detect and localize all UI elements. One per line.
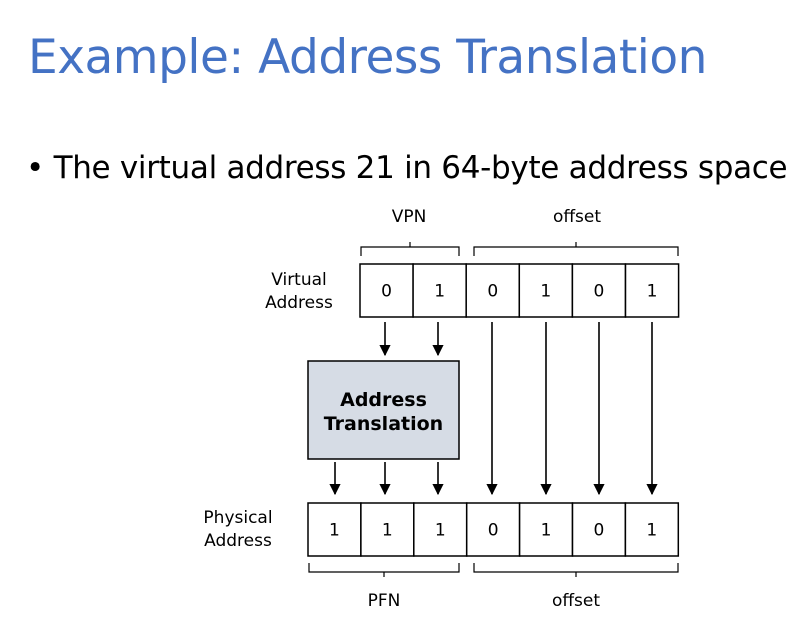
virtual-cell-2 <box>465 263 521 318</box>
physical-bit-1: 1 <box>382 521 393 541</box>
physical-offset-bracket <box>473 563 679 577</box>
bullet-point: • The virtual address 21 in 64-byte addr… <box>26 150 788 186</box>
virtual-cell-3 <box>518 263 574 318</box>
vpn-bracket <box>360 242 460 256</box>
virtual-bit-0: 0 <box>381 282 392 302</box>
physical-cell-1 <box>360 502 415 557</box>
physical-bit-5: 0 <box>594 521 605 541</box>
translation-box-line1: Address <box>340 389 427 411</box>
vpn-label: VPN <box>392 207 427 227</box>
virtual-cell-5 <box>624 263 680 318</box>
virtual-bit-3: 1 <box>540 282 551 302</box>
virtual-address-label-line2: Address <box>265 293 333 313</box>
physical-cell-3 <box>465 502 521 557</box>
virtual-bit-1: 1 <box>434 282 445 302</box>
physical-bit-0: 1 <box>329 521 340 541</box>
address-translation-box <box>307 360 460 460</box>
physical-address-label-line2: Address <box>204 531 272 551</box>
virtual-cell-1 <box>412 263 467 318</box>
physical-cell-5 <box>571 502 627 557</box>
pfn-bracket <box>308 563 460 577</box>
physical-bit-3: 0 <box>488 521 499 541</box>
physical-cell-6 <box>624 502 680 557</box>
slide-title: Example: Address Translation <box>28 30 707 85</box>
translation-box-line2: Translation <box>324 413 443 435</box>
virtual-cell-4 <box>571 263 627 318</box>
virtual-bit-5: 1 <box>647 282 658 302</box>
physical-cell-2 <box>413 502 468 557</box>
physical-bit-6: 1 <box>646 521 657 541</box>
virtual-offset-label: offset <box>553 207 601 227</box>
pfn-label: PFN <box>368 591 401 611</box>
virtual-bit-4: 0 <box>594 282 605 302</box>
bullet-text: The virtual address 21 in 64-byte addres… <box>53 150 788 186</box>
bullet-marker: • <box>26 150 44 186</box>
virtual-address-label-line1: Virtual <box>271 270 327 290</box>
physical-bit-4: 1 <box>541 521 552 541</box>
physical-bit-2: 1 <box>435 521 446 541</box>
physical-cell-4 <box>518 502 574 557</box>
virtual-bit-2: 0 <box>487 282 498 302</box>
physical-address-bits: 1 1 1 0 1 0 1 <box>307 502 680 557</box>
virtual-offset-bracket <box>473 242 679 256</box>
physical-offset-label: offset <box>552 591 600 611</box>
virtual-address-bits: 0 1 0 1 0 1 <box>359 263 680 318</box>
physical-address-label-line1: Physical <box>203 508 272 528</box>
